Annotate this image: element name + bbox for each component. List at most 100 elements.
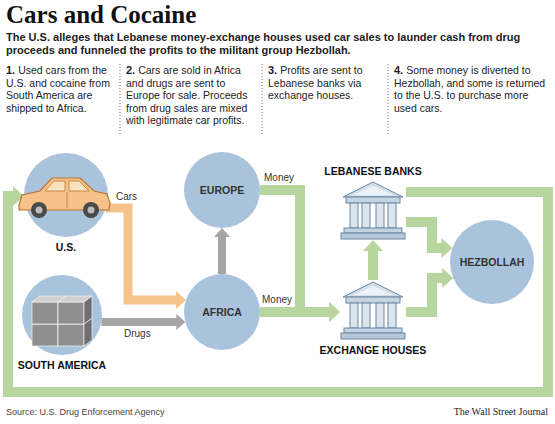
flow-band <box>101 318 177 326</box>
car-wheel <box>83 202 99 218</box>
flow-band <box>406 278 443 312</box>
bank-column <box>376 203 384 228</box>
flow-arrow <box>101 314 185 330</box>
step-number: 3. <box>268 64 277 76</box>
arrow-head <box>329 302 340 322</box>
bank-beam <box>346 197 400 203</box>
brick-front <box>58 302 84 324</box>
bank-roof-highlight <box>353 286 393 295</box>
bank-column <box>350 303 358 328</box>
car-illustration <box>14 165 114 225</box>
step-text: Used cars from the U.S. and cocaine from… <box>6 64 110 114</box>
step-block: 1.Used cars from the U.S. and cocaine fr… <box>6 64 116 114</box>
node-text-wrap: LEBANESE BANKS <box>324 165 421 177</box>
node-label: EXCHANGE HOUSES <box>320 344 427 356</box>
arrow-head <box>363 240 383 251</box>
step-text: Cars are sold in Africa and drugs are se… <box>126 64 247 126</box>
car-door-line <box>67 192 68 208</box>
flow-band <box>260 190 330 312</box>
bank-step <box>341 333 405 339</box>
group-circle: HEZBOLLAH <box>450 220 534 304</box>
car-wheel <box>31 202 47 218</box>
flow-band <box>218 236 226 274</box>
step-block: 4.Some money is diverted to Hezbollah, a… <box>394 64 548 114</box>
node-text-wrap: U.S. <box>56 241 76 253</box>
subtitle-text: The U.S. alleges that Lebanese money-exc… <box>6 31 549 57</box>
brick-front <box>32 302 58 324</box>
bank-column <box>376 303 384 328</box>
flow-label: Drugs <box>124 328 151 340</box>
bank-column <box>362 203 370 228</box>
circle-fill <box>184 152 260 228</box>
circle-fill <box>184 274 260 350</box>
flow-arrow <box>8 186 548 392</box>
car-hubcap <box>88 207 95 214</box>
credit-note: The Wall Street Journal <box>454 406 548 418</box>
node-text-wrap: EUROPE <box>184 152 260 228</box>
bank-column <box>362 303 370 328</box>
node-text-wrap: EXCHANGE HOUSES <box>320 344 427 356</box>
bank-step <box>344 228 402 233</box>
flow-arrow <box>406 268 453 312</box>
flow-band <box>406 222 442 248</box>
step-number: 2. <box>126 64 135 76</box>
flow-arrow <box>406 222 452 258</box>
region-circle: EUROPE <box>184 152 260 228</box>
node-text-wrap: AFRICA <box>184 274 260 350</box>
bank-outline <box>340 280 406 340</box>
circle-fill <box>24 153 108 237</box>
bank-column <box>350 203 358 228</box>
arrow-head <box>214 228 230 237</box>
car-window <box>45 181 65 191</box>
car-hubcap <box>36 207 43 214</box>
bank-step <box>341 233 405 239</box>
flow-label: Cars <box>116 191 137 203</box>
step-text: Some money is diverted to Hezbollah, and… <box>394 64 545 114</box>
flow-label: Money <box>262 294 292 306</box>
step-text: Profits are sent to Lebanese banks via e… <box>268 64 362 101</box>
brick <box>58 296 92 324</box>
arrow-head <box>329 302 340 322</box>
region-circle: AFRICA <box>184 274 260 350</box>
bank-beam <box>346 297 400 303</box>
arrow-head <box>176 314 185 330</box>
bank-step <box>344 328 402 333</box>
flow-band <box>106 208 177 300</box>
circle-fill <box>450 220 534 304</box>
dotted-separator <box>262 64 263 134</box>
bank-icon: EXCHANGE HOUSES <box>340 280 406 340</box>
flow-label: Money <box>264 172 294 184</box>
chart-title: Cars and Cocaine <box>6 1 196 29</box>
step-block: 3.Profits are sent to Lebanese banks via… <box>268 64 384 102</box>
flow-band <box>260 307 330 317</box>
node-label: U.S. <box>56 241 76 253</box>
bank-icon: LEBANESE BANKS <box>340 180 406 240</box>
bank-column <box>388 203 396 228</box>
bank-roof <box>343 182 403 197</box>
step-number: 1. <box>6 64 15 76</box>
bank-outline <box>340 180 406 240</box>
cocaine-bricks <box>30 278 96 348</box>
dotted-separator <box>388 64 389 134</box>
node-text-wrap: HEZBOLLAH <box>450 220 534 304</box>
bank-roof-highlight <box>353 186 393 195</box>
flow-arrow <box>260 190 340 322</box>
step-block: 2.Cars are sold in Africa and drugs are … <box>126 64 258 127</box>
dotted-separator <box>120 64 121 134</box>
circle-fill <box>22 275 102 355</box>
source-note: Source: U.S. Drug Enforcement Agency <box>6 407 165 418</box>
brick-side <box>84 296 92 324</box>
step-number: 4. <box>394 64 403 76</box>
flow-arrow <box>214 228 230 274</box>
node-text-wrap: SOUTH AMERICA <box>18 359 106 371</box>
node-label: AFRICA <box>202 306 242 318</box>
brick-front <box>32 324 58 346</box>
node-label: LEBANESE BANKS <box>324 165 421 177</box>
node-label: SOUTH AMERICA <box>18 359 106 371</box>
flow-arrow <box>363 240 383 280</box>
bank-column <box>388 303 396 328</box>
bank-roof <box>343 282 403 297</box>
flow-arrow <box>106 208 186 309</box>
node-label: EUROPE <box>200 184 244 196</box>
